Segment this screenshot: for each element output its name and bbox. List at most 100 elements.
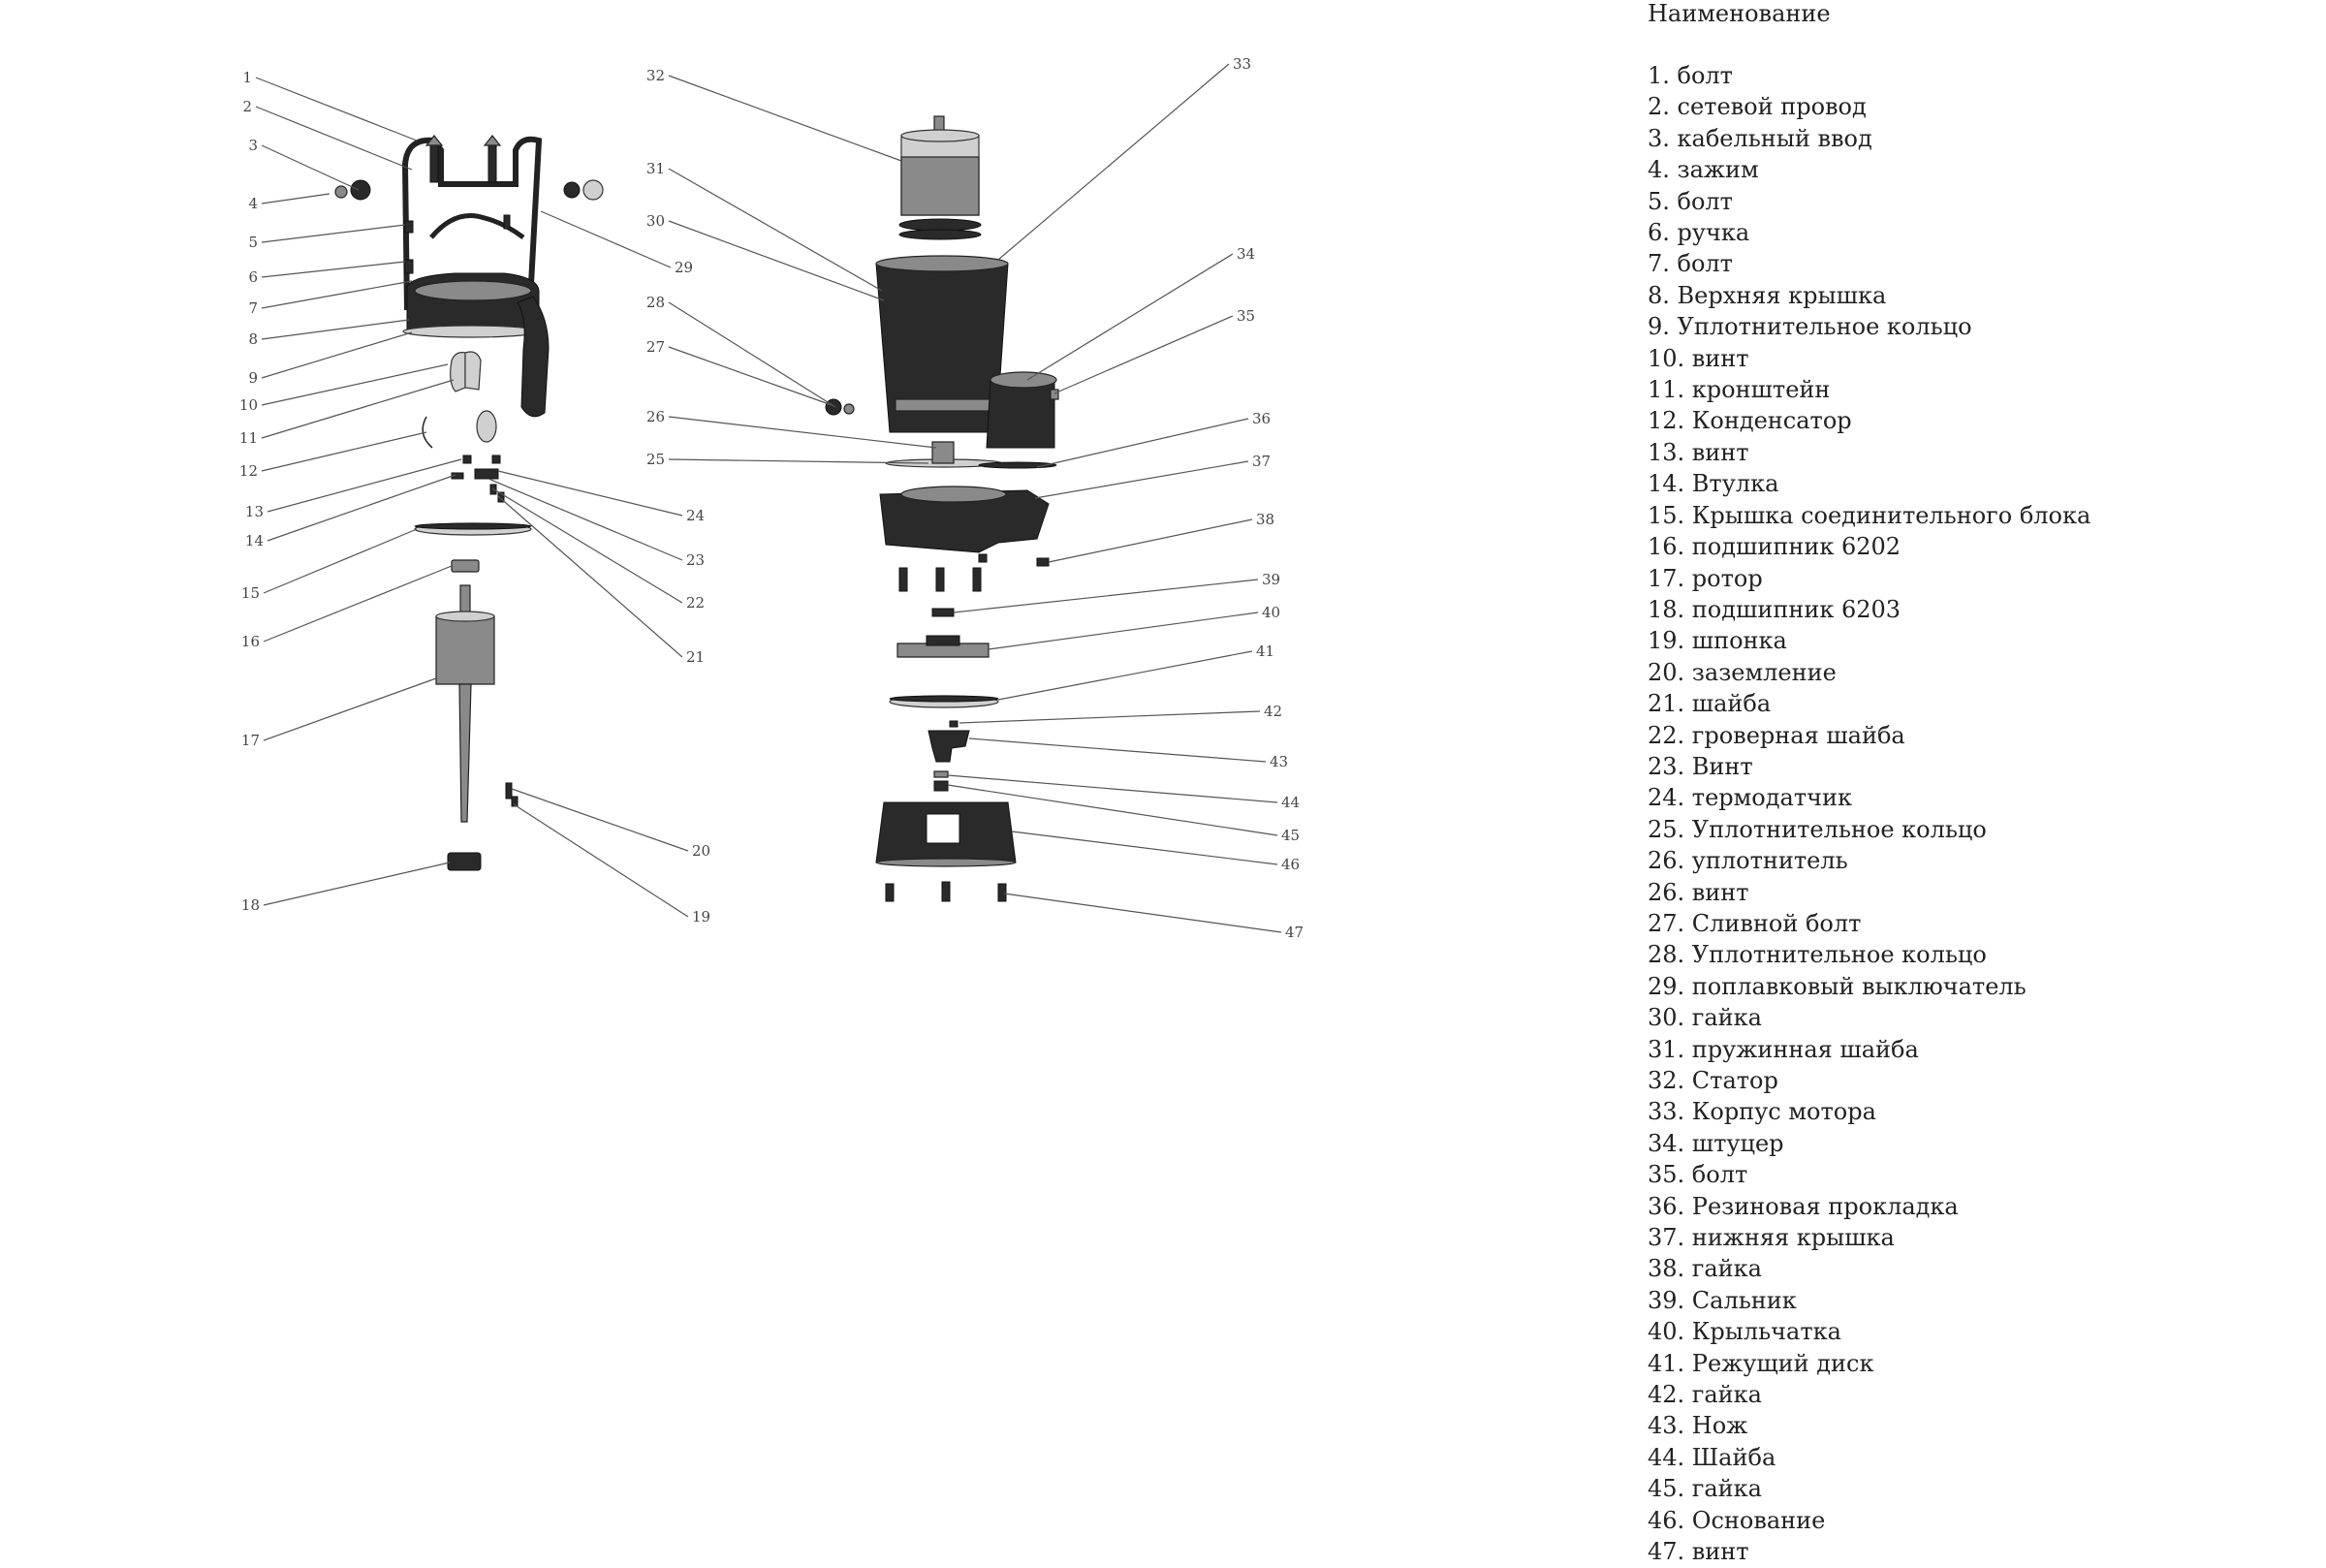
callout-number: 9 <box>248 369 258 387</box>
legend-item: 35. болт <box>1648 1161 1748 1189</box>
leader-line <box>968 737 1267 763</box>
leader-line <box>513 803 689 918</box>
callout-number: 11 <box>239 429 258 447</box>
legend-item: 12. Конденсатор <box>1648 407 1852 435</box>
callout-numbers: 1234567891011121314151617181920212223242… <box>239 55 1304 941</box>
legend-item: 24. термодатчик <box>1648 784 1852 812</box>
legend-item: 7. болт <box>1648 250 1733 278</box>
leader-line <box>668 220 885 301</box>
legend-item: 40. Крыльчатка <box>1648 1318 1841 1346</box>
callout-number: 6 <box>248 268 258 286</box>
callout-number: 29 <box>675 259 693 276</box>
callout-number: 14 <box>245 532 264 549</box>
callout-number: 10 <box>239 396 258 414</box>
leader-line <box>668 168 883 292</box>
leader-line <box>668 301 836 408</box>
float-switch <box>517 296 550 418</box>
legend-item: 31. пружинная шайба <box>1648 1035 1919 1063</box>
leader-line <box>1053 315 1234 394</box>
leader-line <box>261 280 413 309</box>
handle <box>401 136 543 321</box>
callout-number: 3 <box>248 137 258 154</box>
legend-item: 5. болт <box>1648 187 1733 215</box>
legend-item: 26. винт <box>1648 878 1749 906</box>
leader-line <box>1026 253 1234 381</box>
legend-item: 37. нижняя крышка <box>1648 1224 1895 1252</box>
legend-item: 45. гайка <box>1648 1475 1762 1503</box>
callout-number: 21 <box>686 648 705 666</box>
callout-number: 27 <box>646 338 665 356</box>
legend-item: 25. Уплотнительное кольцо <box>1648 815 1987 843</box>
callout-number: 4 <box>248 195 258 212</box>
leader-line <box>997 650 1253 701</box>
legend-item: 27. Сливной болт <box>1648 909 1862 937</box>
callout-number: 34 <box>1237 245 1255 263</box>
callout-number: 1 <box>242 69 252 86</box>
callout-number: 5 <box>248 234 258 251</box>
callout-number: 13 <box>245 503 264 520</box>
legend-item: 26. уплотнитель <box>1648 847 1848 875</box>
legend-item: 23. Винт <box>1648 752 1753 780</box>
leader-line <box>668 416 937 449</box>
callout-number: 47 <box>1285 924 1304 941</box>
callout-number: 28 <box>646 294 665 311</box>
legend-item: 9. Уплотнительное кольцо <box>1648 313 1972 341</box>
leader-line <box>668 75 902 162</box>
legend-title: Наименование <box>1648 0 1831 27</box>
callout-number: 31 <box>646 160 665 177</box>
legend-item: 14. Втулка <box>1648 470 1779 498</box>
leader-line <box>668 458 929 464</box>
leader-line <box>255 106 413 171</box>
leader-line <box>947 774 1278 803</box>
left-assembly <box>334 135 604 871</box>
legend-item: 33. Корпус мотора <box>1648 1098 1876 1126</box>
legend-item: 1. болт <box>1648 62 1733 89</box>
leader-lines <box>255 63 1282 933</box>
legend-item: 41. Режущий диск <box>1648 1349 1874 1377</box>
leader-line <box>267 474 456 542</box>
callout-number: 24 <box>686 507 705 524</box>
clamp-right <box>563 179 604 201</box>
legend-item: 29. поплавковый выключатель <box>1648 972 2027 1000</box>
legend-item: 19. шпонка <box>1648 627 1787 655</box>
callout-number: 41 <box>1256 643 1274 660</box>
outlet-fitting <box>986 379 1055 449</box>
leader-line <box>947 784 1278 836</box>
leader-line <box>540 210 672 268</box>
callout-number: 30 <box>646 212 665 230</box>
callout-number: 39 <box>1262 571 1280 588</box>
legend-item: 6. ручка <box>1648 219 1750 247</box>
leader-line <box>261 379 455 439</box>
callout-number: 43 <box>1270 753 1288 770</box>
legend-item: 39. Сальник <box>1648 1286 1797 1314</box>
legend-item: 38. гайка <box>1648 1255 1762 1283</box>
legend-item: 4. зажим <box>1648 156 1759 184</box>
callout-number: 33 <box>1233 55 1251 73</box>
leader-line <box>263 565 453 643</box>
callout-number: 46 <box>1281 856 1300 873</box>
legend-item: 10. винт <box>1648 344 1749 372</box>
callout-number: 40 <box>1262 604 1280 621</box>
callout-number: 36 <box>1252 410 1271 427</box>
legend-item: 8. Верхняя крышка <box>1648 281 1887 309</box>
legend-item: 42. гайка <box>1648 1381 1762 1409</box>
legend-item: 21. шайба <box>1648 690 1772 718</box>
leader-line <box>668 346 833 406</box>
callout-number: 44 <box>1281 794 1300 811</box>
legend-item: 36. Резиновая прокладка <box>1648 1192 1959 1220</box>
callout-number: 22 <box>686 594 705 612</box>
leader-line <box>261 224 406 243</box>
leader-line <box>261 193 330 204</box>
leader-line <box>497 495 683 658</box>
callout-number: 16 <box>241 633 260 650</box>
leader-line <box>959 710 1261 724</box>
leader-line <box>263 528 418 594</box>
legend-item: 46. Основание <box>1648 1506 1826 1534</box>
legend-item: 17. ротор <box>1648 564 1763 592</box>
callout-number: 37 <box>1252 453 1271 470</box>
leader-line <box>953 579 1259 613</box>
leader-line <box>997 63 1230 261</box>
